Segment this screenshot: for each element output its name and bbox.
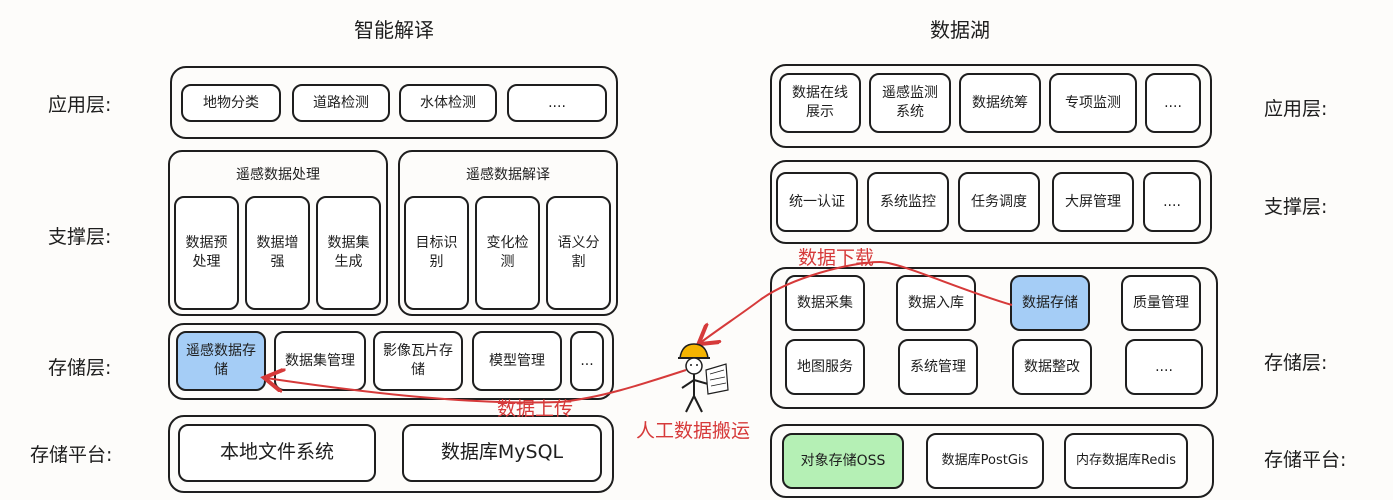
left-app-item-more[interactable]: ....: [507, 84, 607, 122]
left-label-app: 应用层:: [48, 94, 112, 116]
right-platform-item[interactable]: 数据库PostGis: [926, 433, 1044, 489]
right-support-layer: [770, 160, 1212, 244]
right-label-support: 支撑层:: [1264, 196, 1328, 218]
left-title: 智能解译: [354, 18, 434, 42]
right-storage-item[interactable]: 数据入库: [896, 275, 976, 331]
left-support-item[interactable]: 语义分 割: [546, 196, 611, 310]
left-support-group-title: 遥感数据解译: [466, 167, 550, 183]
right-support-item[interactable]: 任务调度: [958, 172, 1040, 232]
right-storage-item[interactable]: 系统管理: [898, 339, 978, 395]
left-label-storage: 存储层:: [48, 357, 112, 379]
right-label-app: 应用层:: [1264, 98, 1328, 120]
right-storage-item-more[interactable]: ....: [1125, 339, 1203, 395]
left-label-support: 支撑层:: [48, 226, 112, 248]
right-storage-layer: [770, 267, 1218, 409]
left-platform-layer: [168, 415, 614, 493]
right-app-item[interactable]: 数据统筹: [959, 73, 1041, 133]
left-label-platform: 存储平台:: [30, 444, 113, 466]
left-storage-item-more[interactable]: ...: [570, 331, 604, 391]
right-title: 数据湖: [930, 18, 990, 42]
right-support-item[interactable]: 统一认证: [776, 172, 858, 232]
manual-transfer-label: 人工数据搬运: [636, 420, 751, 442]
right-app-layer: [770, 64, 1212, 148]
left-app-item[interactable]: 地物分类: [181, 84, 281, 122]
right-app-item[interactable]: 遥感监测 系统: [869, 73, 951, 133]
worker-with-helmet-icon: [678, 343, 729, 413]
left-platform-item[interactable]: 本地文件系统: [178, 424, 376, 482]
right-platform-item-oss[interactable]: 对象存储OSS: [782, 433, 904, 489]
right-support-item[interactable]: 系统监控: [867, 172, 949, 232]
left-support-group-interpretation: [398, 150, 618, 316]
left-support-item[interactable]: 数据集 生成: [316, 196, 381, 310]
left-support-item[interactable]: 目标识 别: [404, 196, 469, 310]
right-storage-item[interactable]: 地图服务: [785, 339, 865, 395]
right-support-item[interactable]: 大屏管理: [1052, 172, 1134, 232]
right-app-item-more[interactable]: ....: [1145, 73, 1201, 133]
right-label-platform: 存储平台:: [1264, 449, 1347, 471]
right-storage-item[interactable]: 数据采集: [785, 275, 865, 331]
right-support-item-more[interactable]: ....: [1143, 172, 1201, 232]
right-platform-layer: [770, 424, 1214, 498]
left-storage-layer: [168, 323, 614, 400]
upload-arrow: [266, 370, 687, 404]
left-support-item[interactable]: 数据预 处理: [174, 196, 239, 310]
upload-label: 数据上传: [497, 398, 574, 420]
right-app-item[interactable]: 数据在线 展示: [779, 73, 861, 133]
left-app-item[interactable]: 道路检测: [292, 84, 390, 122]
left-storage-item[interactable]: 影像瓦片存 储: [373, 331, 463, 391]
left-storage-item-rs-storage[interactable]: 遥感数据存 储: [176, 331, 266, 391]
left-app-item[interactable]: 水体检测: [399, 84, 497, 122]
right-storage-item[interactable]: 质量管理: [1121, 275, 1201, 331]
left-support-group-title: 遥感数据处理: [236, 167, 320, 183]
left-storage-item[interactable]: 模型管理: [472, 331, 562, 391]
right-app-item[interactable]: 专项监测: [1049, 73, 1137, 133]
left-platform-item[interactable]: 数据库MySQL: [402, 424, 602, 482]
right-platform-item[interactable]: 内存数据库Redis: [1064, 433, 1188, 489]
download-label: 数据下载: [798, 247, 875, 269]
right-storage-item-data-storage[interactable]: 数据存储: [1010, 275, 1090, 331]
right-label-storage: 存储层:: [1264, 352, 1328, 374]
left-support-item[interactable]: 数据增 强: [245, 196, 310, 310]
download-arrow: [700, 260, 1013, 343]
right-storage-item[interactable]: 数据整改: [1012, 339, 1092, 395]
left-support-group-processing: [168, 150, 388, 316]
left-support-item[interactable]: 变化检 测: [475, 196, 540, 310]
left-app-layer: [170, 66, 618, 139]
